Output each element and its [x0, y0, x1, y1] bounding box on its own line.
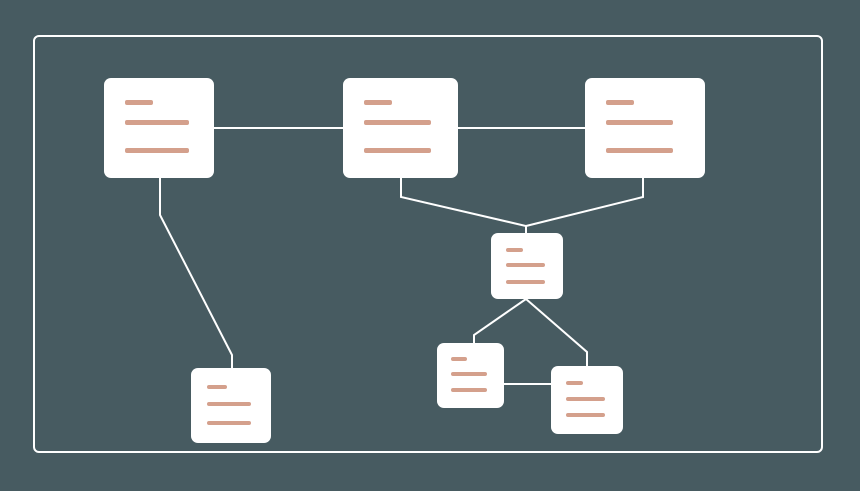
node-bottom-right-line-1	[566, 381, 583, 385]
node-middle-hub-line-1	[506, 248, 523, 252]
node-bottom-center-line-2	[451, 372, 487, 376]
node-top-center-line-2	[364, 120, 431, 125]
node-top-left[interactable]	[104, 78, 214, 178]
node-bottom-right-line-3	[566, 413, 605, 417]
edge-top-right-to-hub	[525, 178, 644, 227]
node-bottom-right-line-2	[566, 397, 605, 401]
node-top-center-line-1	[364, 100, 392, 105]
node-bottom-left-line-3	[207, 421, 251, 425]
node-middle-hub-line-3	[506, 280, 545, 284]
node-top-left-line-2	[125, 120, 189, 125]
node-bottom-center-line-1	[451, 357, 467, 361]
edge-hub-to-bottom-right	[525, 298, 588, 366]
node-bottom-left[interactable]	[191, 368, 271, 443]
edge-hub-to-bottom-center	[473, 298, 527, 343]
node-middle-hub-line-2	[506, 263, 545, 267]
node-top-left-line-3	[125, 148, 189, 153]
node-top-center-line-3	[364, 148, 431, 153]
node-top-right[interactable]	[585, 78, 705, 178]
node-bottom-center[interactable]	[437, 343, 504, 408]
node-middle-hub[interactable]	[491, 233, 563, 299]
node-top-right-line-1	[606, 100, 634, 105]
node-top-left-line-1	[125, 100, 153, 105]
diagram-frame	[33, 35, 823, 453]
node-top-right-line-3	[606, 148, 673, 153]
node-bottom-left-line-2	[207, 402, 251, 406]
node-bottom-center-line-3	[451, 388, 487, 392]
node-bottom-left-line-1	[207, 385, 227, 389]
edge-top-left-to-bottom-left	[159, 178, 233, 368]
node-top-right-line-2	[606, 120, 673, 125]
edge-top-center-to-hub	[400, 178, 527, 233]
node-bottom-right[interactable]	[551, 366, 623, 434]
node-top-center[interactable]	[343, 78, 458, 178]
